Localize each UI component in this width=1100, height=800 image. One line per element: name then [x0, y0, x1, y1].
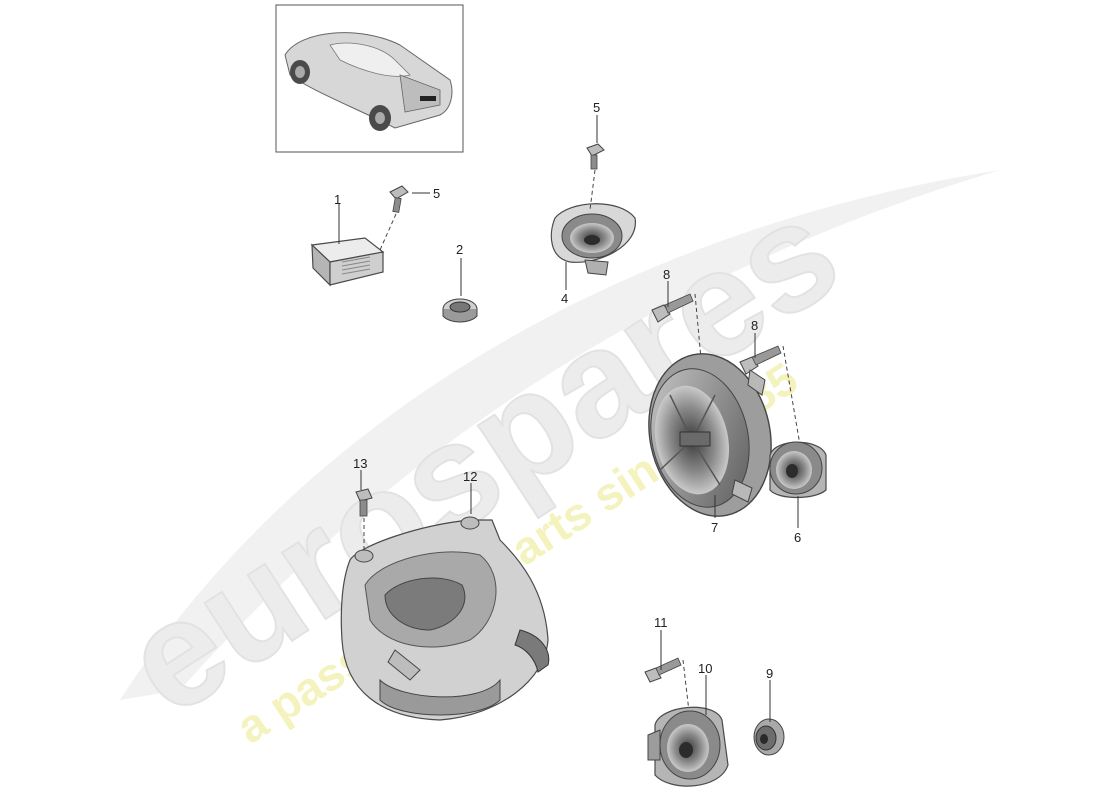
- tweeter-cover-part: [442, 298, 478, 323]
- callout-9: 9: [766, 666, 773, 681]
- callout-1: 1: [334, 192, 341, 207]
- tweeter-part: [753, 718, 785, 756]
- callout-5b: 5: [593, 100, 600, 115]
- callout-8b: 8: [751, 318, 758, 333]
- callout-12: 12: [463, 469, 477, 484]
- screw-part-5b: [586, 143, 605, 170]
- upper-speaker-part: [550, 203, 636, 276]
- door-speaker-part: [647, 706, 729, 787]
- callout-5a: 5: [433, 186, 440, 201]
- subwoofer-housing-part: [340, 516, 550, 721]
- midrange-part: [769, 441, 827, 499]
- car-overview-icon: [284, 32, 453, 131]
- bolt-part-8a: [651, 293, 694, 323]
- bolt-part-8b: [739, 345, 782, 375]
- bolt-part-13: [355, 488, 373, 517]
- callout-4: 4: [561, 291, 568, 306]
- screw-part-5a: [389, 185, 409, 213]
- callout-10: 10: [698, 661, 712, 676]
- callout-7: 7: [711, 520, 718, 535]
- callout-11: 11: [654, 615, 668, 630]
- woofer-part: [648, 353, 772, 517]
- callout-6: 6: [794, 530, 801, 545]
- watermark-swoosh: [120, 170, 1000, 700]
- callout-2: 2: [456, 242, 463, 257]
- callout-8a: 8: [663, 267, 670, 282]
- callout-labels: 1 2 4 5 5 6 7 8 8 9 10 11 12 13: [334, 100, 801, 681]
- control-unit-part: [310, 237, 385, 287]
- callout-13: 13: [353, 456, 367, 471]
- bolt-part-11: [644, 657, 682, 683]
- leader-lines: [338, 115, 799, 722]
- car-thumbnail: [275, 4, 464, 153]
